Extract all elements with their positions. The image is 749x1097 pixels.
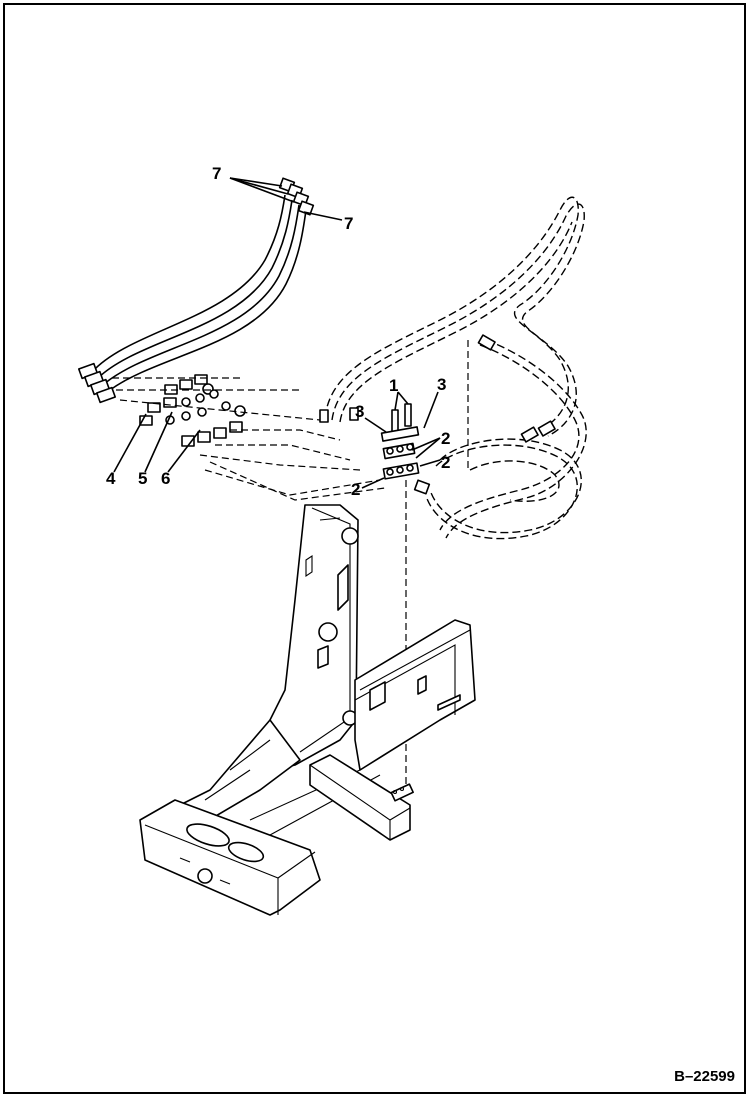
diagram-frame	[3, 3, 746, 1094]
clamp-plate	[380, 426, 420, 442]
callout-2b: 2	[441, 453, 450, 472]
callout-6: 6	[161, 469, 170, 488]
callout-7a: 7	[212, 164, 221, 183]
callout-7b: 7	[344, 214, 353, 233]
hose-loops-dashed	[319, 196, 587, 540]
bolt-right	[404, 403, 412, 427]
callout-5: 5	[138, 469, 147, 488]
callout-labels: 7 7 1 3 3 2 2 2 4 5 6	[106, 164, 450, 499]
callout-1: 1	[389, 376, 398, 395]
callout-2a: 2	[441, 429, 450, 448]
callout-2c: 2	[351, 480, 360, 499]
callout-4: 4	[106, 469, 116, 488]
fittings-group	[139, 374, 246, 447]
clamp-assembly	[380, 403, 420, 480]
frame-weldment	[139, 504, 476, 916]
leader-lines	[113, 177, 441, 489]
callout-3a: 3	[355, 402, 364, 421]
figure-number: B–22599	[674, 1068, 735, 1085]
hose-bundle-left	[77, 177, 315, 404]
callout-3b: 3	[437, 375, 446, 394]
bolt-left	[391, 409, 399, 433]
routing-dashes-left	[112, 377, 386, 501]
fitting-row-mid	[147, 389, 219, 413]
